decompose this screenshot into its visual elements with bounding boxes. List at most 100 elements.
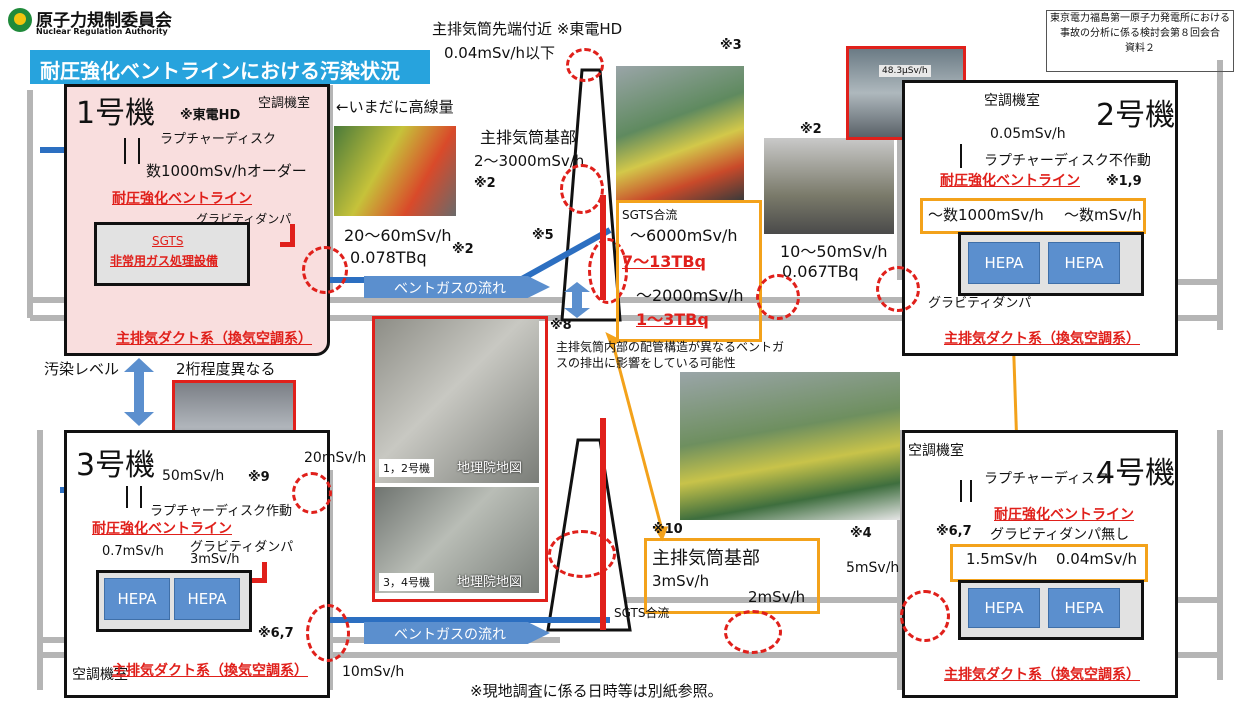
doc-ref-line1: 東京電力福島第一原子力発電所における [1050, 13, 1230, 24]
org-name-en: Nuclear Regulation Authority [36, 27, 168, 36]
unit4-dose-b: 0.04mSv/h [1056, 550, 1137, 568]
note-10: ※10 [652, 522, 683, 537]
page-title: 耐圧強化ベントラインにおける汚染状況 [30, 50, 430, 84]
level-difference: 2桁程度異なる [176, 360, 276, 378]
tbq-7-13: 7～13TBq [622, 252, 706, 271]
unit1-source: ※東電HD [180, 108, 241, 123]
unit3-dose-10: 10mSv/h [342, 664, 405, 680]
unit1-sgts-label: SGTS [152, 234, 184, 248]
unit4-duct: 主排気ダクト系（換気空調系） [944, 667, 1140, 683]
stack-top-circle [566, 48, 604, 82]
map-label-34: 3，4号機 [379, 573, 434, 591]
unit2-hepa-1: HEPA [968, 242, 1040, 284]
stack-top-label: 主排気筒先端付近 ※東電HD [432, 20, 623, 38]
unit3-note-67: ※6,7 [258, 626, 294, 641]
unit3-vent-line: 耐圧強化ベントライン [92, 521, 232, 537]
unit1-sgts-desc: 非常用ガス処理設備 [110, 254, 219, 268]
nra-logo [8, 8, 32, 32]
stack-base-dose-top: 2～3000mSv/h [474, 152, 585, 170]
stack-note-line1: 主排気筒内部の配管構造が異なるベントガ [556, 340, 785, 354]
vent-flow-arrow-top: ベントガスの流れ [364, 276, 550, 298]
unit3-building [64, 430, 330, 698]
tbq-0067: 0.067TBq [782, 262, 859, 281]
stack-top-value: 0.04mSv/h以下 [444, 44, 555, 62]
unit3-circle-top [292, 472, 332, 514]
unit4-hepa-1: HEPA [968, 588, 1040, 628]
unit2-damper: グラビティダンパ [928, 296, 1032, 311]
map-frame [372, 316, 548, 602]
unit2-disk-icon [960, 144, 970, 168]
unit2-pipe-circle [756, 274, 800, 320]
stack-note-line2: スの排出に影響をしている可能性 [556, 356, 736, 370]
unit2-photo-label: 48.3μSv/h [879, 65, 931, 77]
org-name: 原子力規制委員会 [36, 11, 172, 31]
unit3-hepa-1: HEPA [104, 578, 170, 620]
note-5: ※5 [532, 228, 554, 243]
map-gsi-34: 地理院地図 [457, 575, 523, 590]
unit2-duct: 主排気ダクト系（換気空調系） [944, 331, 1140, 347]
still-high-note: ←いまだに高線量 [336, 98, 454, 116]
note-4: ※4 [850, 526, 872, 541]
unit1-disk-icon [124, 138, 140, 164]
stack-base-circle-bottom [548, 530, 616, 578]
unit1-circle [302, 246, 348, 294]
unit4-dose-a: 1.5mSv/h [966, 550, 1038, 568]
unit4-vent-line: 耐圧強化ベントライン [994, 507, 1134, 523]
unit1-dose: 数1000mSv/hオーダー [146, 162, 307, 180]
unit4-room: 空調機室 [908, 443, 964, 459]
stack-base-highlight-bottom [644, 538, 820, 614]
tbq-1-3: 1～3TBq [636, 310, 709, 329]
dose-6000: ～6000mSv/h [630, 226, 738, 245]
unit3-dose-3: 3mSv/h [190, 552, 240, 567]
bottom-pipe-circle [724, 610, 782, 654]
unit2-note-19: ※1,9 [1106, 174, 1142, 189]
contamination-level: 汚染レベル [44, 360, 120, 378]
unit1-name: 1号機 [76, 96, 156, 131]
map-units-34: 3，4号機 地理院地図 [375, 487, 539, 593]
unit3-duct: 主排気ダクト系（換気空調系） [112, 663, 308, 679]
footer-note: ※現地調査に係る日時等は別紙参照。 [470, 682, 723, 700]
stack-base-circle-top [560, 164, 604, 214]
stack-base-label-top: 主排気筒基部 [480, 128, 577, 147]
unit2-rupture-disk: ラプチャーディスク不作動 [984, 153, 1151, 169]
unit3-dose-50: 50mSv/h [162, 468, 225, 484]
sgts-merge-bottom: SGTS合流 [614, 606, 670, 620]
unit4-name: 4号機 [1096, 456, 1176, 491]
unit4-rupture-disk: ラプチャーディスク [984, 471, 1109, 487]
unit2-vent-line: 耐圧強化ベントライン [940, 173, 1080, 189]
unit3-hepa-2: HEPA [174, 578, 240, 620]
unit2-dose-a: ～数1000mSv/h [928, 206, 1044, 224]
page-title-text: 耐圧強化ベントラインにおける汚染状況 [40, 59, 400, 83]
unit3-dose-07: 0.7mSv/h [102, 544, 164, 559]
dose-2000: ～2000mSv/h [636, 286, 744, 305]
unit4-note-67: ※6,7 [936, 524, 972, 539]
unit3-damper: グラビティダンパ [190, 540, 294, 555]
unit4-disk-icon [960, 480, 972, 502]
unit3-red-arrow-icon [252, 562, 267, 583]
doc-ref-line2: 事故の分析に係る検討会第８回会合 [1060, 28, 1220, 39]
unit1-red-arrow-icon [280, 224, 295, 247]
stack-inner-circle-top [588, 238, 628, 304]
note-2b: ※2 [452, 242, 474, 257]
unit2-dose-b: ～数mSv/h [1064, 206, 1142, 224]
stack-base-label-bottom: 主排気筒基部 [652, 548, 760, 569]
vent-flow-label-top: ベントガスの流れ [394, 281, 506, 297]
thermal-photo-stack [616, 66, 744, 200]
unit2-room: 空調機室 [984, 93, 1040, 109]
unit2-building [902, 80, 1178, 356]
vent-flow-arrow-bottom: ベントガスの流れ [364, 622, 550, 644]
unit3-disk-icon [126, 486, 142, 508]
unit2-circle [876, 266, 920, 312]
note-2c: ※2 [800, 122, 822, 137]
stack-base-dose-bottom: 3mSv/h [652, 572, 710, 590]
thermal-photo-1 [334, 126, 456, 216]
unit3-note-9: ※9 [248, 470, 270, 485]
vent-flow-label-bottom: ベントガスの流れ [394, 627, 506, 643]
note-8: ※8 [550, 318, 572, 333]
doc-ref-line3: 資料２ [1125, 43, 1155, 54]
sgts-merge-label: SGTS合流 [622, 208, 678, 222]
unit3-name: 3号機 [76, 448, 156, 483]
unit2-hepa-2: HEPA [1048, 242, 1120, 284]
unit1-rupture-disk: ラプチャーディスク [160, 132, 276, 147]
unit3-rupture-disk: ラプチャーディスク作動 [150, 504, 292, 519]
